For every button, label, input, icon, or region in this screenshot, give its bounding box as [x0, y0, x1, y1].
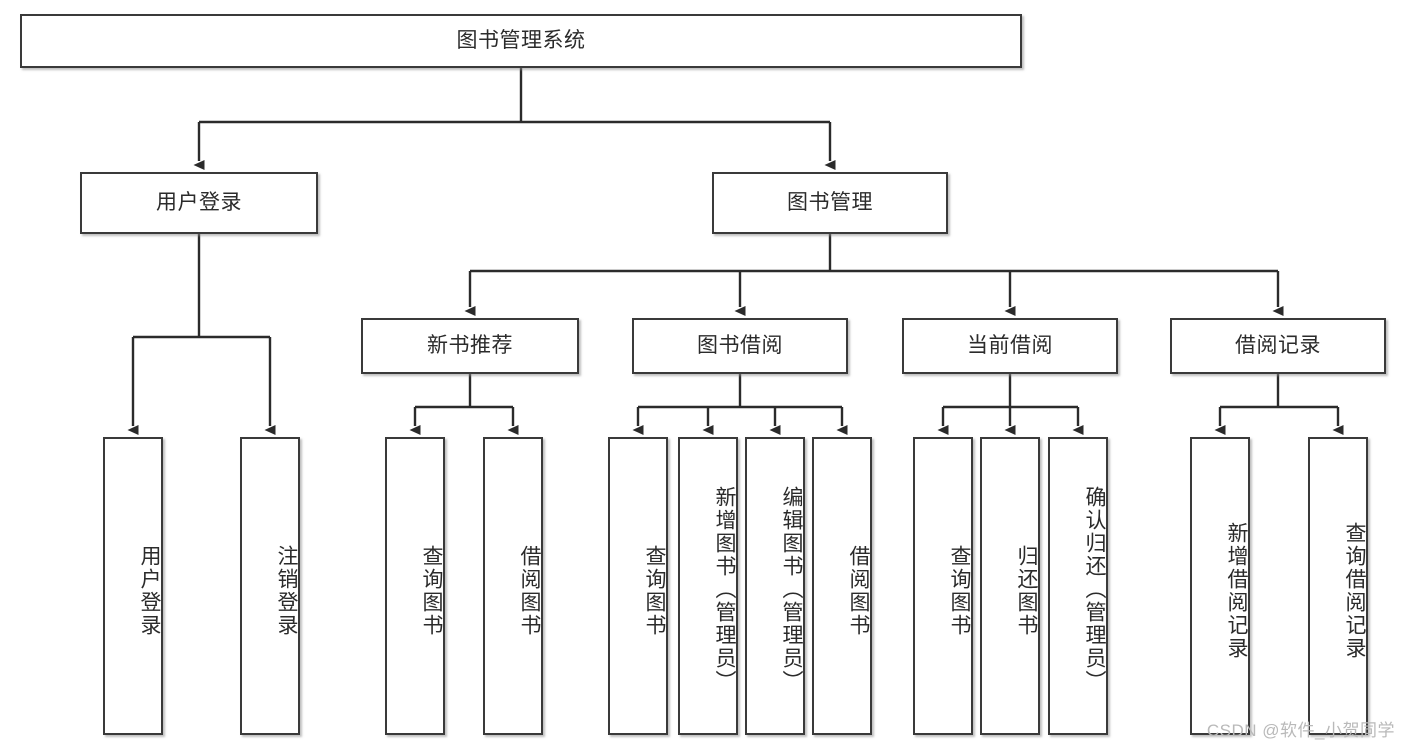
node-new-book-rec: 新书推荐: [361, 318, 579, 374]
node-leaf-query-book-borrow: 查询图书: [608, 437, 668, 735]
node-label: 新书推荐: [427, 334, 513, 358]
node-label: 归还图书: [1015, 545, 1038, 637]
node-leaf-add-record: 新增借阅记录: [1190, 437, 1250, 735]
node-label: 查询图书: [643, 545, 666, 637]
node-leaf-borrow-book: 借阅图书: [812, 437, 872, 735]
node-leaf-confirm-return: 确认归还（管理员）: [1048, 437, 1108, 735]
node-label: 当前借阅: [967, 334, 1053, 358]
node-label: 新增图书（管理员）: [713, 485, 736, 693]
node-label: 查询借阅记录: [1343, 522, 1366, 660]
node-leaf-query-book-rec: 查询图书: [385, 437, 445, 735]
node-label: 用户登录: [138, 545, 161, 637]
node-label: 确认归还（管理员）: [1083, 485, 1106, 693]
node-root: 图书管理系统: [20, 14, 1022, 68]
watermark-label: CSDN @软件_小贺同学: [1206, 721, 1395, 740]
node-label: 借阅记录: [1235, 334, 1321, 358]
node-label: 借阅图书: [847, 545, 870, 637]
node-label: 新增借阅记录: [1225, 522, 1248, 660]
node-label: 编辑图书（管理员）: [780, 485, 803, 693]
node-leaf-edit-book: 编辑图书（管理员）: [745, 437, 805, 735]
node-label: 查询图书: [948, 545, 971, 637]
node-label: 注销登录: [275, 545, 298, 637]
node-leaf-query-record: 查询借阅记录: [1308, 437, 1368, 735]
node-label: 图书借阅: [697, 334, 783, 358]
node-book-manage: 图书管理: [712, 172, 948, 234]
node-leaf-user-logout: 注销登录: [240, 437, 300, 735]
node-label: 借阅图书: [518, 545, 541, 637]
node-label: 用户登录: [156, 191, 242, 215]
node-label: 图书管理系统: [456, 29, 586, 53]
node-book-borrow: 图书借阅: [632, 318, 848, 374]
node-label: 查询图书: [420, 545, 443, 637]
node-leaf-add-book: 新增图书（管理员）: [678, 437, 738, 735]
node-user-login: 用户登录: [80, 172, 318, 234]
node-current-borrow: 当前借阅: [902, 318, 1118, 374]
node-leaf-query-book-cur: 查询图书: [913, 437, 973, 735]
node-label: 图书管理: [787, 191, 873, 215]
node-leaf-return-book: 归还图书: [980, 437, 1040, 735]
node-leaf-user-login: 用户登录: [103, 437, 163, 735]
node-borrow-record: 借阅记录: [1170, 318, 1386, 374]
node-leaf-borrow-book-rec: 借阅图书: [483, 437, 543, 735]
